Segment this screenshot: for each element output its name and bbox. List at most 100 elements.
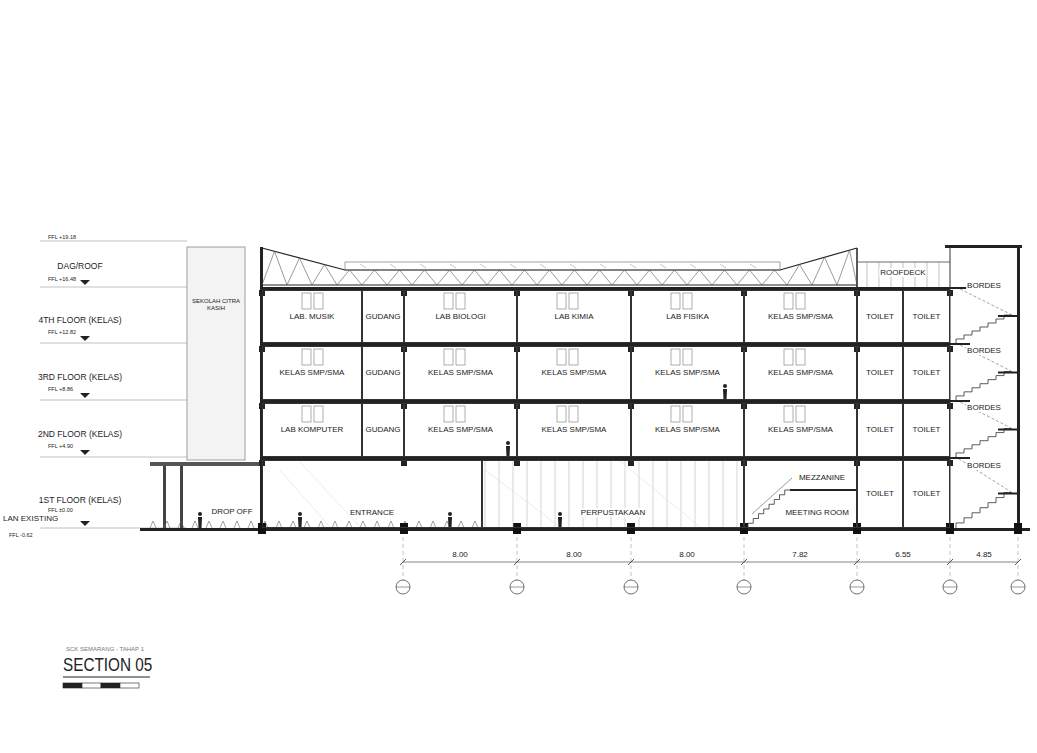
wall	[1017, 247, 1020, 528]
window	[557, 293, 566, 309]
glazing	[583, 461, 584, 527]
room-name: KELAS SMP/SMA	[541, 368, 608, 377]
room-box: LAB FISIKA	[631, 290, 744, 343]
room-name: GUDANG	[364, 368, 401, 377]
dimension: 8.00	[451, 550, 469, 559]
stair	[956, 457, 1012, 493]
roof-truss	[437, 270, 462, 285]
roof-truss	[662, 270, 687, 285]
roof-truss	[762, 270, 787, 285]
glazing	[723, 461, 724, 527]
skylight	[480, 264, 486, 268]
room-name: KELAS SMP/SMA	[427, 368, 494, 377]
room-box: MEETING ROOM	[744, 460, 857, 528]
room-name: GUDANG	[364, 425, 401, 434]
room-name: KELAS SMP/SMA	[767, 425, 834, 434]
roof-truss	[262, 285, 857, 286]
grid-line	[403, 537, 404, 580]
railing	[939, 262, 940, 287]
room-name: ENTRANCE	[349, 508, 395, 517]
scale-bar	[63, 683, 82, 688]
room-name: PERPUSTAKAAN	[580, 508, 646, 517]
level-marker	[80, 393, 90, 398]
level-value: FFL ±0.00	[47, 507, 74, 513]
glazing	[513, 461, 514, 527]
glazing	[709, 461, 710, 527]
roof-truss	[387, 270, 412, 285]
room-box: TOILET	[857, 346, 903, 400]
room-box: TOILET	[903, 290, 950, 343]
level-name: 1ST FLOOR (KELAS)	[38, 496, 123, 506]
room-name: LAB KOMPUTER	[280, 425, 345, 434]
room-box: ENTRANCE	[262, 460, 482, 528]
glazing	[527, 461, 528, 527]
project-name: SCK SEMARANG - TAHAP 1	[65, 646, 145, 653]
column	[400, 523, 408, 534]
illustration	[40, 241, 1030, 688]
grid-bubble	[850, 587, 864, 588]
roof-truss	[787, 264, 812, 285]
column	[946, 523, 954, 534]
room-box: KELAS SMP/SMA	[631, 403, 744, 457]
landing	[998, 429, 1017, 431]
column	[513, 523, 521, 534]
room-name: KELAS SMP/SMA	[767, 312, 834, 321]
window	[302, 349, 311, 365]
scale-bar	[120, 683, 139, 688]
glazing	[485, 470, 560, 527]
glazing	[541, 461, 542, 527]
window	[683, 406, 692, 422]
level-value: FFL +12.82	[47, 329, 77, 335]
glazing	[280, 470, 330, 527]
landing	[950, 457, 970, 459]
window	[314, 349, 323, 365]
window	[456, 349, 465, 365]
grid-line	[857, 537, 858, 580]
room-name: LAB KIMIA	[553, 312, 594, 321]
person-figure	[298, 517, 302, 528]
window	[569, 293, 578, 309]
room-box: KELAS SMP/SMA	[744, 346, 857, 400]
landing	[998, 372, 1017, 374]
facade-panel	[187, 247, 245, 460]
room-name: MEETING ROOM	[784, 508, 850, 517]
room-box: KELAS SMP/SMA	[404, 403, 517, 457]
space-label: BORDES	[966, 403, 1002, 412]
skylight	[720, 264, 726, 268]
roof-truss	[562, 270, 587, 285]
room-box: KELAS SMP/SMA	[404, 346, 517, 400]
landing	[950, 343, 970, 345]
roof-truss	[812, 257, 837, 285]
stair	[956, 493, 1012, 529]
room-box: TOILET	[857, 290, 903, 343]
glazing	[300, 462, 360, 527]
roof-truss	[412, 270, 437, 285]
roof-truss	[262, 248, 857, 270]
room-box: LAB KIMIA	[517, 290, 631, 343]
level-marker	[80, 521, 90, 526]
roof-truss	[462, 270, 487, 285]
planting	[150, 521, 156, 528]
room-box: GUDANG	[362, 290, 404, 343]
glazing	[620, 461, 700, 527]
room-name: KELAS SMP/SMA	[654, 368, 721, 377]
planting	[472, 521, 478, 528]
glazing	[485, 461, 486, 527]
planting	[220, 521, 226, 528]
canopy-post	[163, 466, 166, 528]
level-name: DAG/ROOF	[56, 262, 103, 272]
dimension-line	[403, 562, 1018, 563]
window	[444, 349, 453, 365]
planting	[178, 521, 184, 528]
space-label: MEZZANINE	[798, 473, 846, 482]
stair	[956, 400, 1012, 429]
glazing	[625, 461, 626, 527]
stair	[956, 315, 1012, 343]
grid-bubble	[624, 587, 638, 588]
grid-bubble	[943, 580, 957, 594]
roof-truss	[837, 250, 857, 285]
roof-truss	[537, 270, 562, 285]
roof-slab	[945, 245, 1022, 248]
glazing	[555, 461, 556, 527]
grid-bubble	[1011, 580, 1025, 594]
